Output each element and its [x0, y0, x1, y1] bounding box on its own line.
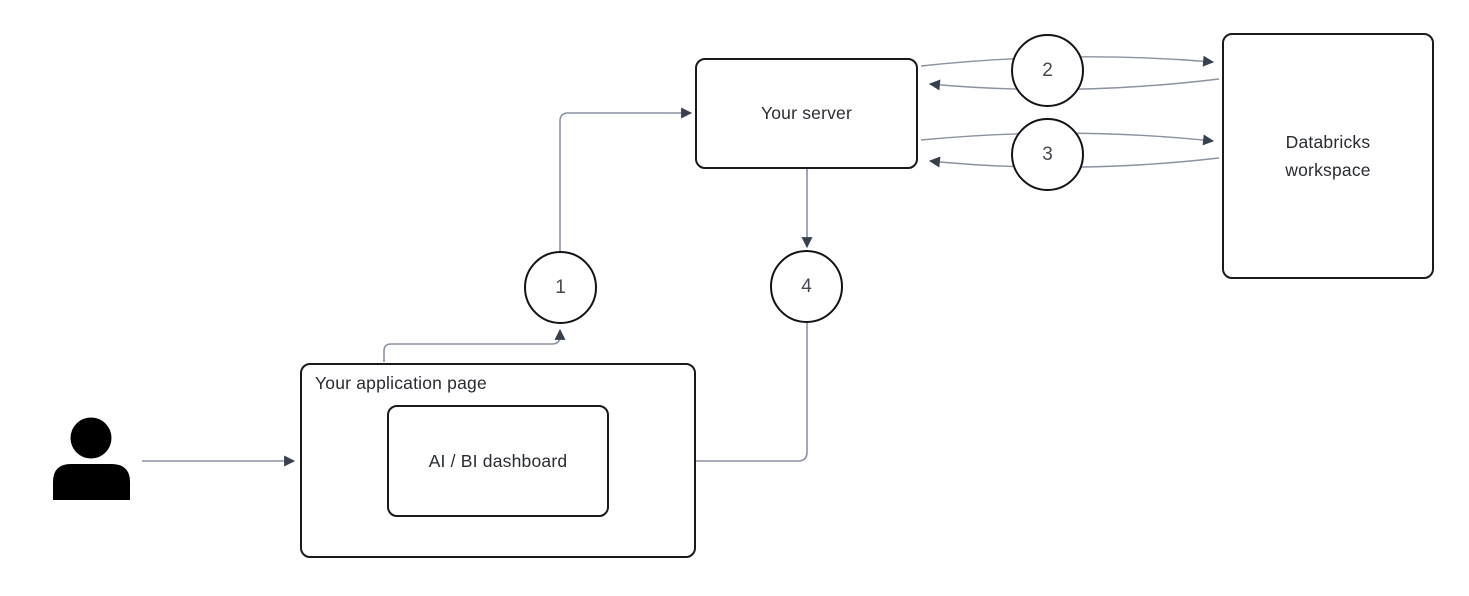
step-number-3: 3 [1042, 143, 1053, 165]
step-number-4: 4 [801, 275, 812, 297]
workspace-label: Databricks workspace [1285, 132, 1371, 180]
step-circle-3: 3 [1011, 118, 1084, 191]
person-icon [53, 417, 130, 500]
step-circle-1: 1 [524, 251, 597, 324]
step-circle-2: 2 [1011, 34, 1084, 107]
server-box: Your server [695, 58, 918, 169]
step-circle-4: 4 [770, 250, 843, 323]
application-page-label: Your application page [315, 373, 487, 393]
step-number-1: 1 [555, 276, 566, 298]
workspace-box: Databricks workspace [1222, 33, 1434, 279]
dashboard-box: AI / BI dashboard [387, 405, 609, 517]
edge-application-to-step1 [383, 328, 566, 362]
step-number-2: 2 [1042, 59, 1053, 81]
server-label: Your server [760, 103, 853, 123]
edge-step1-to-server [559, 107, 693, 251]
dashboard-label: AI / BI dashboard [428, 450, 568, 471]
edge-step4-to-dashboard [614, 323, 808, 467]
